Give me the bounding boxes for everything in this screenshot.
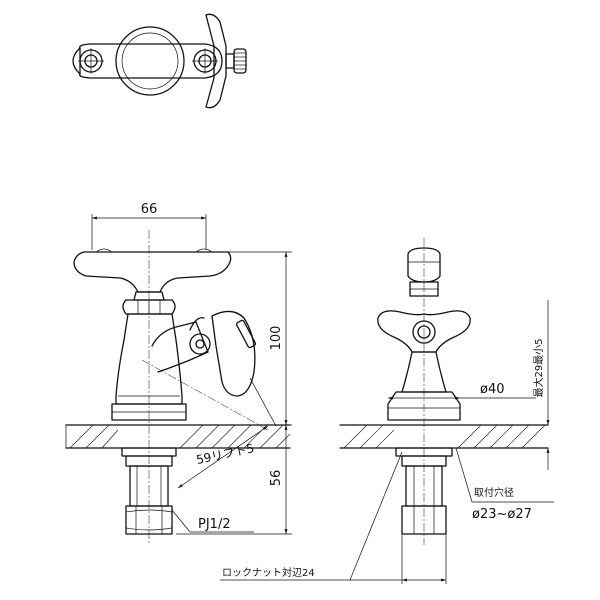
counter-right xyxy=(339,424,549,449)
mount-hole-callout: 取付穴径 ø23~ø27 xyxy=(455,447,554,522)
dimension-66: 66 xyxy=(91,202,207,250)
thread-pj-label-group: PJ1/2 xyxy=(171,509,254,533)
front-view xyxy=(73,230,269,545)
side-view xyxy=(377,238,471,545)
dimension-100-label: 100 xyxy=(269,326,284,351)
dimension-diameter-40: ø40 xyxy=(388,382,536,400)
dimension-counter-thickness-label: 最大29最小5 xyxy=(532,338,545,397)
counter-left xyxy=(65,424,291,449)
locknut-label: ロックナット対辺24 xyxy=(222,566,315,579)
dimension-56: 56 xyxy=(176,425,292,535)
top-view xyxy=(72,13,247,109)
dimension-56-label: 56 xyxy=(269,470,284,487)
mount-hole-range: ø23~ø27 xyxy=(472,507,532,522)
thread-pj-label: PJ1/2 xyxy=(198,517,231,532)
dimension-100: 100 xyxy=(186,251,292,426)
dimension-diameter-40-label: ø40 xyxy=(480,382,505,397)
dimension-counter-thickness: 最大29最小5 xyxy=(532,300,550,470)
locknut-callout: ロックナット対辺24 xyxy=(220,451,447,584)
dimension-59-lift-label: 59リフト5 xyxy=(195,441,256,467)
dimension-66-label: 66 xyxy=(141,202,158,217)
mount-hole-label: 取付穴径 xyxy=(474,486,514,499)
